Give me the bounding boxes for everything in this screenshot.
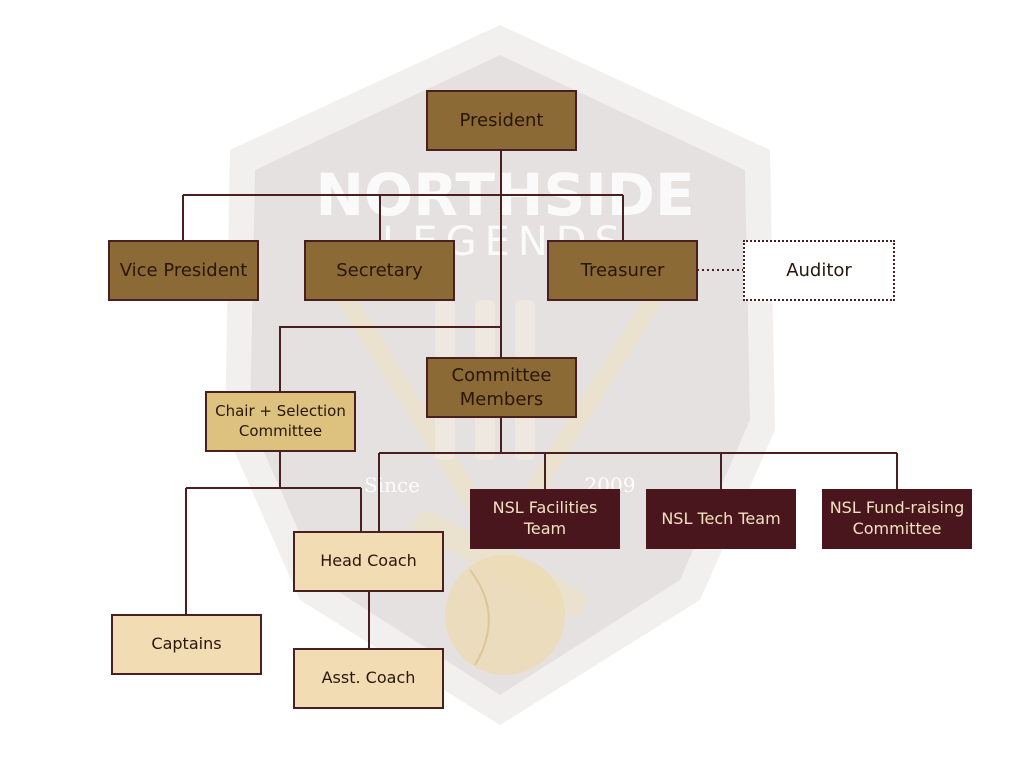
logo-since-label: Since	[364, 473, 420, 497]
connector-chair-selection	[279, 326, 501, 392]
node-label: NSL Tech Team	[661, 508, 781, 528]
node-label: Chair + Selection Committee	[215, 402, 346, 440]
node-tech-team: NSL Tech Team	[646, 489, 796, 549]
node-facilities-team: NSL Facilities Team	[470, 489, 620, 549]
node-label: NSL Facilities Team	[492, 498, 598, 538]
node-fundraising-committee: NSL Fund-raising Committee	[822, 489, 972, 549]
node-vice-president: Vice President	[108, 240, 259, 301]
node-label: Vice President	[119, 259, 248, 281]
node-label: Asst. Coach	[321, 668, 416, 688]
node-president: President	[426, 90, 577, 151]
node-label: Auditor	[786, 259, 852, 281]
node-asst-coach: Asst. Coach	[293, 648, 444, 709]
connector-selection-coaching	[185, 451, 362, 615]
node-label: Secretary	[336, 259, 423, 281]
node-auditor: Auditor	[743, 240, 895, 301]
node-committee-members: Committee Members	[426, 357, 577, 418]
node-treasurer: Treasurer	[547, 240, 698, 301]
node-head-coach: Head Coach	[293, 531, 444, 592]
connector-president-officers	[182, 150, 624, 241]
node-label: President	[459, 109, 544, 131]
node-label: NSL Fund-raising Committee	[829, 498, 965, 538]
node-captains: Captains	[111, 614, 262, 675]
node-label: Head Coach	[320, 551, 417, 571]
connector-committee-teams	[378, 417, 898, 532]
cricket-ball-icon	[445, 555, 565, 675]
node-secretary: Secretary	[304, 240, 455, 301]
node-label: Captains	[151, 634, 222, 654]
node-chair-selection-committee: Chair + Selection Committee	[205, 391, 356, 452]
node-label: Committee Members	[451, 365, 552, 410]
node-label: Treasurer	[580, 259, 665, 281]
